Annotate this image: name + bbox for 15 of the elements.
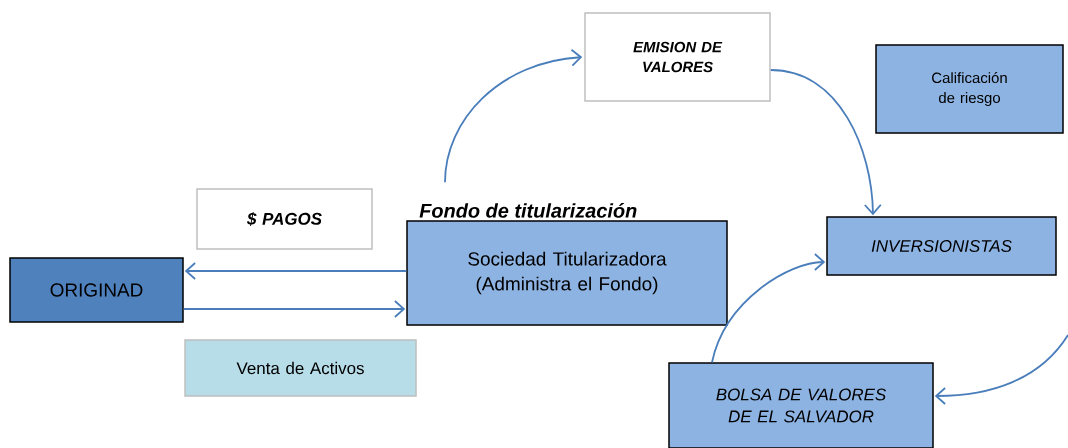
payment-box: $ PAGOS (196, 188, 373, 250)
box-heading: Fondo de titularización (419, 203, 637, 218)
sale-box: Venta de Activos (184, 339, 417, 397)
arrow (184, 262, 408, 280)
investor-box: INVERSIONISTAS (826, 216, 1057, 276)
origin-box: ORIGINAD (9, 257, 184, 323)
rating-box: Calificación de riesgo (875, 44, 1064, 134)
arrow (934, 334, 1068, 405)
issue-box: EMISION DE VALORES (584, 12, 771, 102)
exchange-box: BOLSA DE VALORES DE EL SALVADOR (668, 362, 934, 448)
arrow (769, 69, 882, 216)
arrow (182, 300, 406, 318)
arrow (711, 253, 826, 364)
process-box: Sociedad Titularizadora (Administra el Fondo) (406, 220, 728, 326)
arrow (444, 48, 583, 184)
